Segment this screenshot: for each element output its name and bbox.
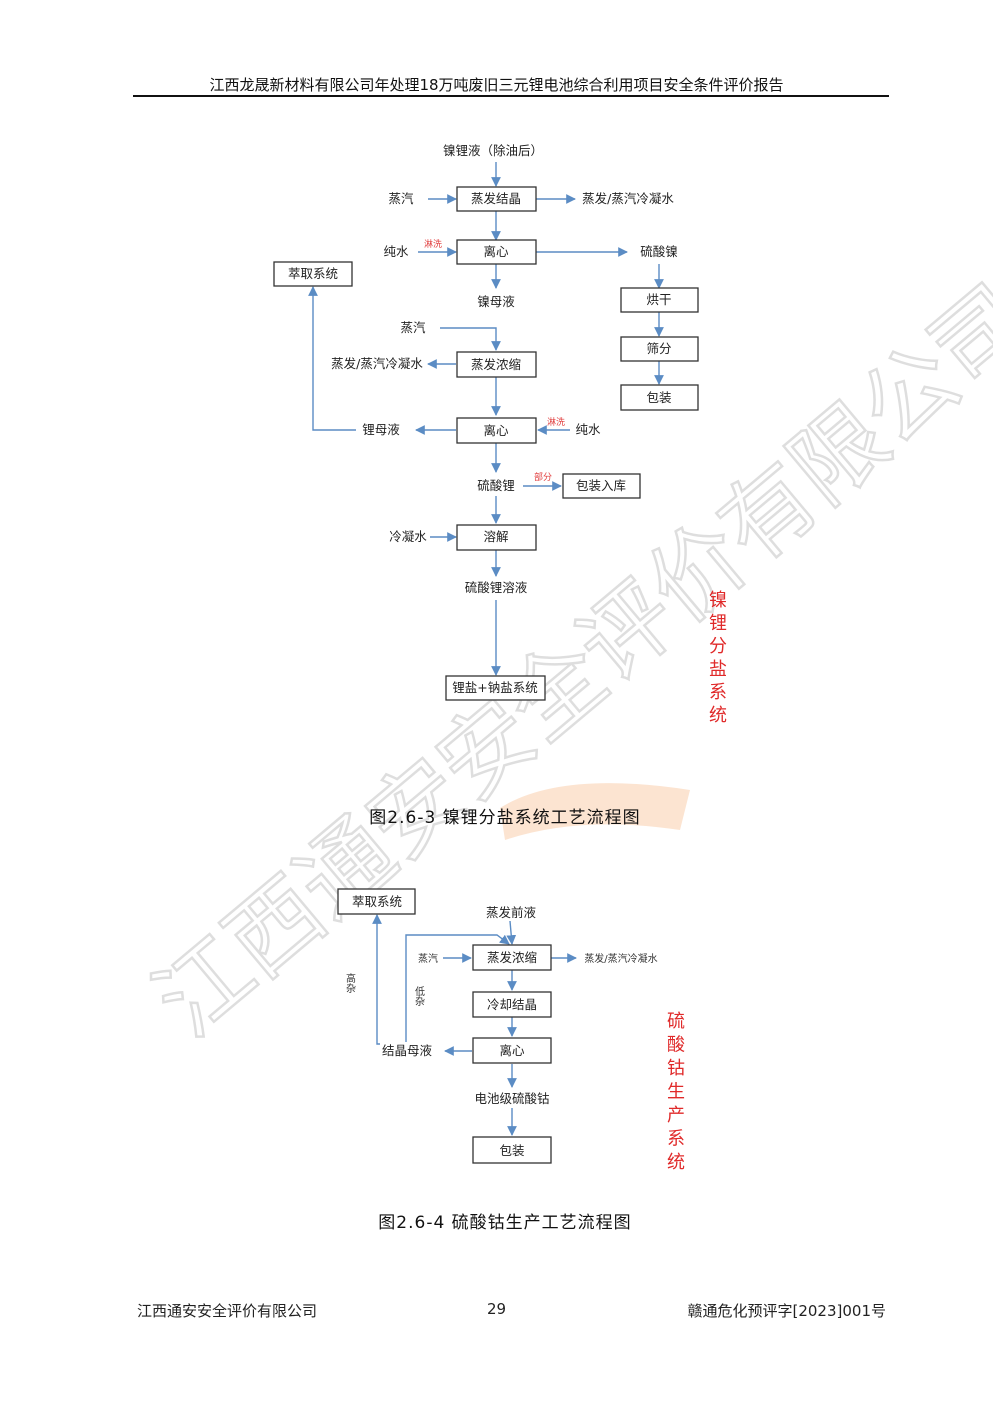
- side-label-char: 统: [709, 705, 727, 726]
- watermark-text: 江西通安安全评价有限公司: [135, 265, 993, 1057]
- side-label-char: 硫: [667, 1011, 685, 1032]
- side-label-char: 产: [667, 1105, 685, 1126]
- box-label: 溶解: [483, 529, 508, 544]
- process-box: [472, 991, 552, 1018]
- flow-arrow: [440, 327, 501, 351]
- side-label-char: 统: [667, 1152, 685, 1173]
- product-label: 电池级硫酸钴: [474, 1091, 549, 1106]
- liquor-label: 锂母液: [362, 422, 400, 437]
- document-number: 赣通危化预评字[2023]001号: [687, 1302, 886, 1320]
- process-box: [472, 944, 552, 971]
- output-label: 蒸发/蒸汽冷凝水: [331, 356, 423, 371]
- process-box: [472, 1037, 552, 1064]
- steam-label: 蒸汽: [388, 191, 414, 206]
- figure1-diagram: 镍锂液（除油后） 蒸汽 蒸发结晶 蒸发/蒸汽冷凝水 纯水 淋洗 离心 硫酸镍 萃…: [273, 143, 699, 701]
- flow-arrow: [506, 920, 517, 945]
- side-label-char: 盐: [709, 659, 727, 680]
- process-box: [337, 888, 416, 915]
- page-number: 29: [486, 1300, 507, 1318]
- box-label: 锂盐+钠盐系统: [452, 680, 537, 695]
- figure2-caption: 图2.6-4 硫酸钴生产工艺流程图: [378, 1213, 632, 1233]
- flow-arrow: [405, 934, 510, 1042]
- box-label: 冷却结晶: [487, 997, 537, 1012]
- box-label: 离心: [499, 1043, 525, 1058]
- low-impurity-label: 低杂: [413, 985, 425, 1006]
- box-label: 萃取系统: [288, 266, 338, 281]
- process-box: [562, 473, 641, 499]
- steam-label: 蒸汽: [418, 952, 438, 965]
- water-label: 纯水: [383, 244, 409, 259]
- footer-company: 江西通安安全评价有限公司: [137, 1302, 318, 1320]
- side-label-char: 系: [709, 682, 727, 703]
- side-label-char: 镍: [709, 590, 727, 611]
- product-label: 硫酸镍: [640, 244, 678, 259]
- process-box: [620, 336, 699, 362]
- side-label-char: 钴: [667, 1058, 685, 1079]
- watermark-logo-arc: [500, 783, 690, 840]
- box-label: 离心: [483, 423, 509, 438]
- liquor-label: 镍母液: [477, 294, 515, 309]
- liquor-label: 结晶母液: [382, 1043, 433, 1058]
- flow-arrow: [372, 914, 382, 1045]
- product-label: 硫酸锂: [477, 478, 515, 493]
- box-label: 离心: [483, 244, 509, 259]
- box-label: 包装: [499, 1143, 524, 1158]
- output-label: 蒸发/蒸汽冷凝水: [584, 952, 657, 965]
- side-label-char: 锂: [709, 613, 727, 634]
- input-label: 镍锂液（除油后）: [443, 143, 543, 158]
- steam-label: 蒸汽: [400, 320, 426, 335]
- side-label-char: 酸: [667, 1035, 685, 1056]
- box-label: 包装入库: [576, 478, 626, 493]
- header-rule: [133, 95, 889, 97]
- process-box: [620, 384, 699, 411]
- flow-arrow: [308, 286, 356, 431]
- box-label: 蒸发浓缩: [487, 950, 537, 965]
- process-box: [456, 524, 537, 551]
- box-label: 蒸发浓缩: [471, 357, 521, 372]
- figure2-diagram: 萃取系统 蒸发前液 蒸汽 蒸发浓缩 蒸发/蒸汽冷凝水 高杂 低杂 冷却结晶 结晶…: [337, 888, 658, 1164]
- output-label: 蒸发/蒸汽冷凝水: [582, 191, 674, 206]
- process-box: [456, 186, 537, 212]
- box-label: 蒸发结晶: [471, 191, 521, 206]
- box-label: 烘干: [646, 292, 671, 307]
- figure1-side-label: 镍锂分盐系统: [709, 590, 727, 726]
- process-box: [456, 351, 537, 378]
- page-header: 江西龙晟新材料有限公司年处理18万吨废旧三元锂电池综合利用项目安全条件评价报告: [209, 76, 784, 94]
- box-label: 包装: [646, 390, 671, 405]
- high-impurity-label: 高杂: [344, 972, 356, 993]
- process-box: [456, 239, 537, 265]
- figure1-caption: 图2.6-3 镍锂分盐系统工艺流程图: [369, 808, 641, 828]
- side-label-char: 系: [667, 1129, 685, 1150]
- process-box: [445, 675, 546, 701]
- process-box: [456, 417, 537, 444]
- process-box: [273, 261, 353, 287]
- partial-label: 部分: [534, 471, 552, 483]
- box-label: 筛分: [646, 341, 671, 356]
- water-label: 冷凝水: [389, 529, 427, 544]
- rinse-label: 淋洗: [547, 416, 565, 428]
- rinse-label: 淋洗: [424, 238, 442, 250]
- water-label: 纯水: [575, 422, 601, 437]
- solution-label: 硫酸锂溶液: [465, 580, 528, 595]
- side-label-char: 分: [709, 636, 727, 657]
- process-box: [620, 287, 699, 313]
- input-label: 蒸发前液: [486, 905, 537, 920]
- box-label: 萃取系统: [352, 894, 402, 909]
- process-box: [472, 1136, 552, 1164]
- side-label-char: 生: [667, 1082, 685, 1103]
- watermark: 江西通安安全评价有限公司: [134, 264, 993, 1058]
